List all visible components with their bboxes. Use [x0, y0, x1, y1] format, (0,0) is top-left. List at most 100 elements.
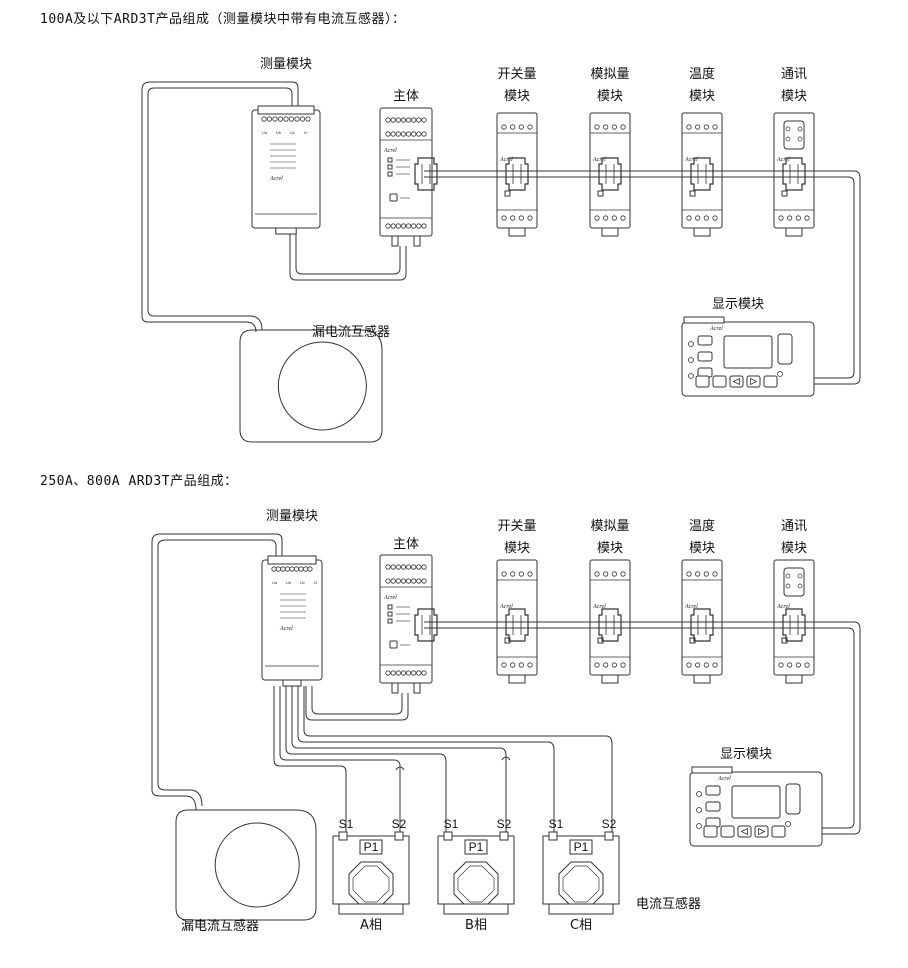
- terminal-screw: [416, 223, 422, 229]
- measure-module-label: 测量模块: [260, 57, 312, 72]
- terminal-screw: [527, 662, 533, 668]
- terminal-screw: [518, 662, 524, 668]
- ext-foot: [785, 674, 803, 684]
- db9-pin: [797, 136, 803, 142]
- ct-p1-box: [569, 839, 593, 855]
- terminal-screw: [421, 578, 427, 584]
- display-cable-inner: [814, 176, 855, 379]
- brand-logo: Acrel: [592, 157, 606, 163]
- terminal-screw: [611, 662, 617, 668]
- terminal-screw: [501, 215, 507, 221]
- brand-logo: Acrel: [499, 157, 513, 163]
- terminal-screw: [411, 670, 417, 676]
- measure-module-top-cap: [267, 555, 317, 565]
- db9-pin: [785, 126, 791, 132]
- bus-connector-detail: [697, 164, 707, 184]
- bus-connector-detail: [789, 164, 799, 184]
- ct-base: [443, 903, 509, 915]
- leakage-ct-label: 漏电流互感器: [181, 918, 259, 934]
- terminal-screw: [527, 124, 533, 130]
- analog-module-label: 模拟量: [590, 67, 629, 82]
- db9-pin: [785, 573, 791, 579]
- display-side-button: [697, 335, 713, 346]
- terminal-screw: [390, 564, 396, 570]
- ct-terminal-s1: [548, 831, 558, 841]
- terminal-screw: [416, 564, 422, 570]
- terminal-screw: [280, 566, 286, 572]
- terminal-screw: [712, 215, 718, 221]
- analog-module-label-line2: 模块: [597, 89, 623, 104]
- db9-port: [783, 120, 805, 150]
- bus-connector-detail: [605, 615, 615, 635]
- switch-module-box: [496, 559, 538, 676]
- terminal-screw: [390, 117, 396, 123]
- db9-pin: [785, 583, 791, 589]
- main-body-label: 主体: [393, 89, 419, 104]
- terminal-screw: [421, 117, 427, 123]
- ct-terminal-s1: [443, 831, 453, 841]
- terminal-screw: [416, 670, 422, 676]
- terminal-screw: [400, 117, 407, 123]
- terminal-screw: [385, 131, 391, 137]
- terminal-screw: [395, 670, 401, 676]
- terminal-screw: [405, 131, 412, 137]
- bus-connector-detail: [789, 615, 799, 635]
- display-led: [696, 807, 702, 813]
- ct-terminal-s2: [394, 831, 404, 841]
- terminal-screw: [695, 662, 701, 668]
- section-heading-2: 250A、800A ARD3T产品组成：: [40, 474, 238, 489]
- display-led: [688, 341, 694, 347]
- terminal-screw: [686, 215, 692, 221]
- ext-foot: [508, 674, 526, 684]
- terminal-screw: [385, 223, 391, 229]
- terminal-screw: [390, 131, 396, 137]
- ct-b-s2-cable: [291, 686, 507, 832]
- brand-logo: Acrel: [776, 604, 790, 610]
- display-key-menu: [703, 825, 718, 838]
- terminal-screw: [400, 578, 407, 584]
- bus-connector: [414, 608, 438, 642]
- leakage-cable-outer: [151, 533, 283, 811]
- leakage-ct-body: [175, 809, 317, 921]
- terminal-screw: [527, 215, 533, 221]
- measure-module-foot: [275, 227, 297, 235]
- terminal-screw: [385, 117, 391, 123]
- terminal-screw: [288, 116, 295, 122]
- ct-terminal-s2: [499, 831, 509, 841]
- terminal-screw: [293, 566, 300, 572]
- display-key-right: [746, 375, 761, 388]
- terminal-screw: [411, 564, 417, 570]
- bus-connector: [782, 157, 806, 191]
- terminal-screw: [795, 662, 801, 668]
- display-key-left: [737, 825, 752, 838]
- terminal-screw: [712, 662, 718, 668]
- terminal-screw: [261, 116, 267, 122]
- terminal-screw: [400, 670, 407, 676]
- bus-connector: [598, 157, 622, 191]
- terminal-screw: [302, 566, 309, 572]
- ct-c-s2-cable: [303, 686, 613, 832]
- status-led: [387, 157, 393, 163]
- arrow-icon: [740, 827, 748, 836]
- display-led: [696, 823, 702, 829]
- terminal-screw: [390, 578, 396, 584]
- terminal-screw: [421, 564, 427, 570]
- lcd-screen: [723, 335, 773, 369]
- brand-logo: Acrel: [776, 157, 790, 163]
- ct-window-inner: [352, 865, 390, 903]
- brand-logo: Acrel: [684, 604, 698, 610]
- ct-a-s1-cable: [273, 686, 347, 832]
- lcd-screen: [731, 785, 781, 819]
- terminal-screw: [395, 117, 401, 123]
- bus-connector: [598, 608, 622, 642]
- analog-module-label-line2: 模块: [597, 541, 623, 556]
- leakage-ct-body: [239, 329, 383, 443]
- terminal-screw: [620, 571, 626, 577]
- comm-module-label-line2: 模块: [781, 89, 807, 104]
- db9-pin: [797, 126, 803, 132]
- bus-connector: [690, 608, 714, 642]
- terminal-screw: [416, 578, 422, 584]
- terminal-screw: [421, 223, 427, 229]
- terminal-screw: [611, 215, 617, 221]
